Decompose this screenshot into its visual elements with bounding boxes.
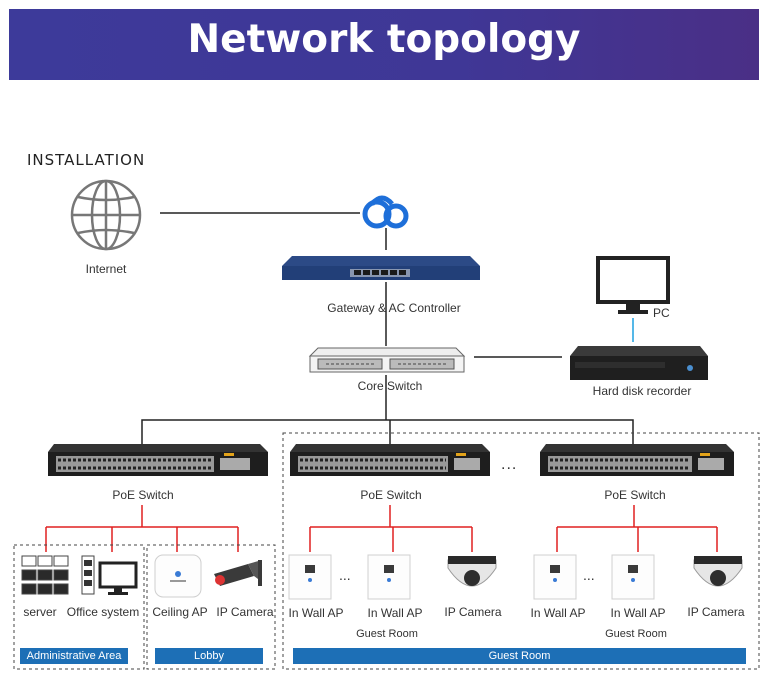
title-banner: Network topology [9,9,759,80]
switch-icon [48,444,268,476]
wall-ap-icon [367,554,411,600]
server-label: server [23,605,57,619]
poe-switch-label: PoE Switch [112,488,174,502]
ap-ellipsis: ... [339,567,351,583]
dome-camera-icon [447,556,497,587]
guest-room-label: Guest Room [356,628,418,640]
switch-icon [308,347,466,373]
in-wall-ap-label: In Wall AP [288,606,344,620]
recorder-icon [570,346,708,380]
poe-links-middle [309,505,473,552]
poe-links-right [556,505,718,552]
ap-ellipsis: ... [583,567,595,583]
office-system-icon [81,555,138,595]
in-wall-ap-label: In Wall AP [610,606,666,620]
office-system-label: Office system [66,605,140,619]
gateway-label: Gateway & AC Controller [327,301,461,315]
poe-switches [48,444,734,476]
page-title: Network topology [187,17,581,62]
guest-area-box [282,432,760,670]
globe-icon [70,179,142,251]
dome-camera-icon [693,556,743,587]
poe-switch-label: PoE Switch [360,488,422,502]
switch-icon [290,444,490,476]
admin-area-label: Administrative Area [20,648,128,664]
gateway-icon [282,256,480,280]
pc-label: PC [653,306,670,320]
wall-ap-icon [533,554,577,600]
monitor-icon [596,256,670,314]
switch-icon [540,444,734,476]
ip-camera-label: IP Camera [687,605,745,619]
internet-label: Internet [85,262,127,276]
poe-links-left [45,505,239,552]
wall-ap-icon [288,554,332,600]
guest-area-label: Guest Room [293,648,746,664]
server-icon [21,555,69,595]
ceiling-ap-label: Ceiling AP [152,605,208,619]
section-title: INSTALLATION [27,151,146,169]
recorder-label: Hard disk recorder [592,384,692,398]
core-switch-label: Core Switch [357,379,423,393]
in-wall-ap-label: In Wall AP [530,606,586,620]
ceiling-ap-icon [154,554,202,598]
switch-ellipsis: ... [501,456,518,473]
guest-room-label: Guest Room [605,628,667,640]
camera-icon [214,560,262,586]
wall-ap-icon [611,554,655,600]
lobby-area-label: Lobby [155,648,263,664]
poe-switch-label: PoE Switch [604,488,666,502]
in-wall-ap-label: In Wall AP [367,606,423,620]
connection-lines [45,212,718,552]
ip-camera-label: IP Camera [444,605,502,619]
area-boxes [13,432,760,670]
cloud-icon [362,195,409,229]
admin-area-box [13,544,145,670]
ip-camera-label: IP Camera [216,605,274,619]
